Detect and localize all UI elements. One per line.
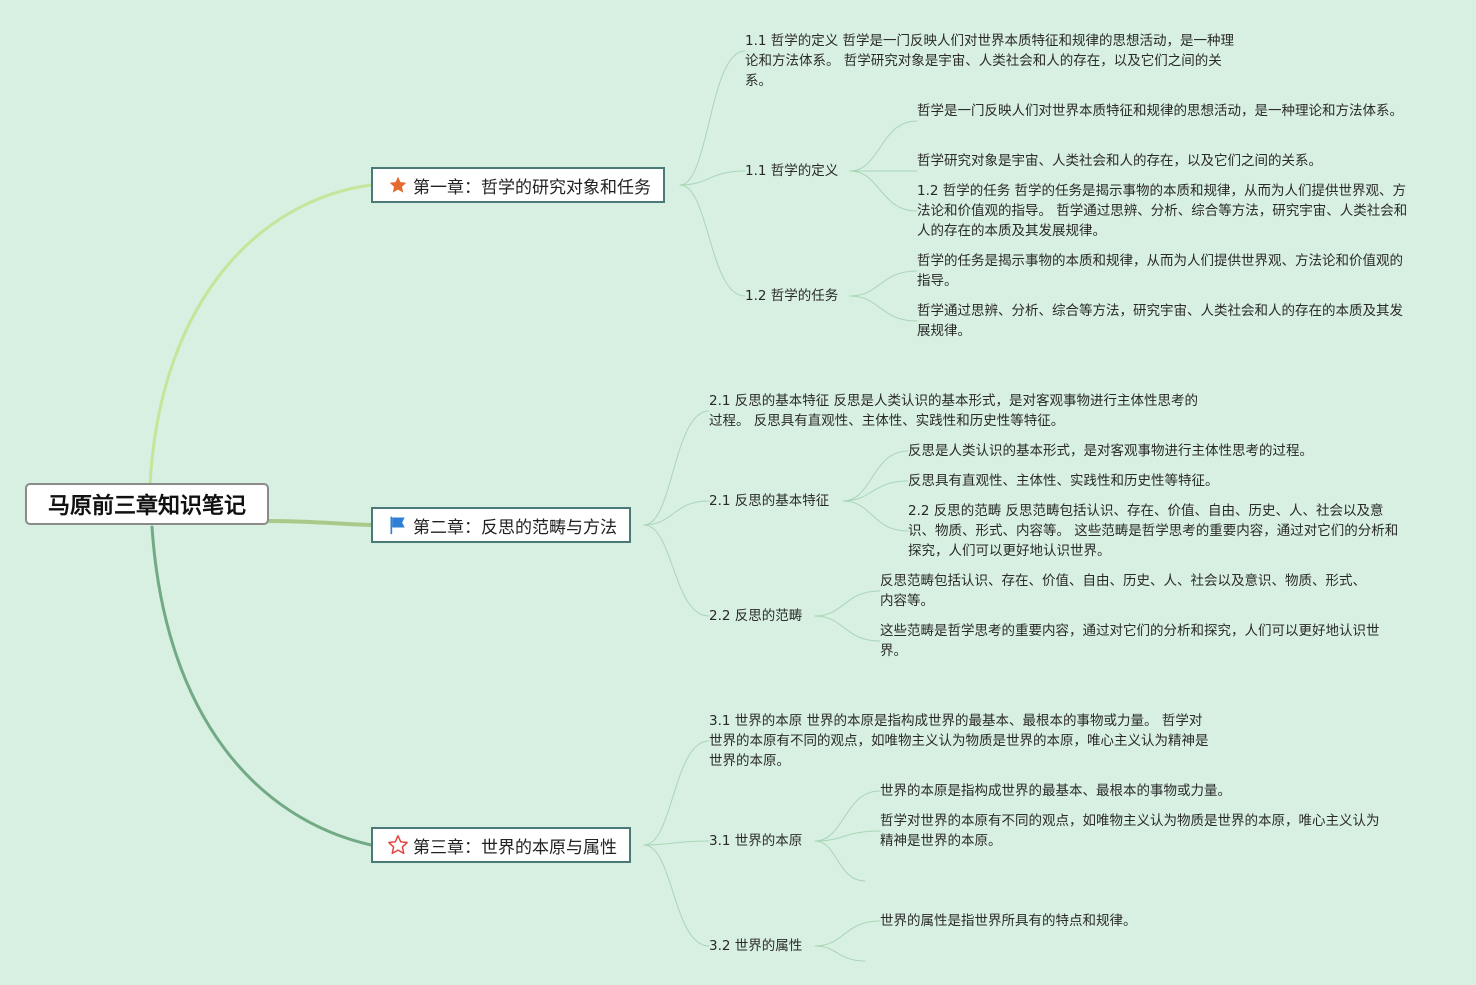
branch-line-chapter-3 [150, 525, 373, 847]
point-1-1-2[interactable]: 哲学研究对象是宇宙、人类社会和人的存在，以及它们之间的关系。 [917, 153, 1322, 169]
point-1-2-1[interactable]: 哲学的任务是揭示事物的本质和规律，从而为人们提供世界观、方法论和价值观的指导。 [917, 253, 1403, 289]
branch-line-chapter-2 [268, 519, 373, 527]
section-3-1-label[interactable]: 3.1 世界的本原 [709, 833, 803, 849]
section-3-2-label[interactable]: 3.2 世界的属性 [709, 938, 803, 954]
point-2-1-1[interactable]: 反思是人类认识的基本形式，是对客观事物进行主体性思考的过程。 [908, 443, 1313, 459]
section-2-1-label[interactable]: 2.1 反思的基本特征 [709, 493, 830, 509]
section-3-1-child-line-2 [814, 830, 881, 842]
chapter-3-summary[interactable]: 3.1 世界的本原 世界的本原是指构成世界的最基本、最根本的事物或力量。 哲学对… [709, 713, 1209, 769]
chapter-1-child-line-3 [679, 184, 746, 297]
section-2-1-child-line-3 [842, 500, 909, 532]
point-3-1-2[interactable]: 哲学对世界的本原有不同的观点，如唯物主义认为物质是世界的本原，唯心主义认为精神是… [880, 813, 1380, 849]
chapter-1-child-line-2 [679, 170, 746, 186]
section-3-1-child-line-1 [814, 790, 881, 842]
chapter-2-topic[interactable]: 第二章：反思的范畴与方法 [371, 507, 631, 543]
point-1-2-2[interactable]: 哲学通过思辨、分析、综合等方法，研究宇宙、人类社会和人的存在的本质及其发展规律。 [917, 303, 1403, 339]
chapter-3-title: 第三章：世界的本原与属性 [413, 837, 617, 858]
chapter-2-title: 第二章：反思的范畴与方法 [413, 517, 617, 538]
section-2-2-label[interactable]: 2.2 反思的范畴 [709, 608, 803, 624]
point-2-1-3[interactable]: 2.2 反思的范畴 反思范畴包括认识、存在、价值、自由、历史、人、社会以及意识、… [908, 503, 1399, 559]
section-1-2-label[interactable]: 1.2 哲学的任务 [745, 288, 839, 304]
section-3-2-child-line-1 [814, 920, 881, 947]
section-3-2-child-line-2 [814, 945, 866, 962]
star-outline-icon [387, 834, 409, 856]
section-1-1-label[interactable]: 1.1 哲学的定义 [745, 163, 839, 179]
chapter-3-child-line-3 [643, 844, 710, 947]
chapter-2-child-line-2 [643, 500, 710, 526]
section-1-1-child-line-3 [849, 170, 918, 212]
point-2-2-1[interactable]: 反思范畴包括认识、存在、价值、自由、历史、人、社会以及意识、物质、形式、内容等。 [880, 573, 1366, 609]
point-1-1-1[interactable]: 哲学是一门反映人们对世界本质特征和规律的思想活动，是一种理论和方法体系。 [917, 103, 1403, 119]
chapter-1-topic[interactable]: 第一章：哲学的研究对象和任务 [371, 167, 665, 203]
chapter-1-child-line-1 [679, 50, 746, 186]
chapter-3-child-line-2 [643, 840, 710, 846]
point-2-1-2[interactable]: 反思具有直观性、主体性、实践性和历史性等特征。 [908, 473, 1219, 489]
root-title: 马原前三章知识笔记 [47, 494, 246, 519]
point-2-2-2[interactable]: 这些范畴是哲学思考的重要内容，通过对它们的分析和探究，人们可以更好地认识世界。 [880, 623, 1380, 659]
section-2-2-child-line-1 [814, 590, 881, 617]
chapter-1-title: 第一章：哲学的研究对象和任务 [413, 177, 651, 198]
chapter-2-child-line-1 [643, 410, 710, 526]
chapter-2-child-line-3 [643, 524, 710, 617]
chapter-2-summary[interactable]: 2.1 反思的基本特征 反思是人类认识的基本形式，是对客观事物进行主体性思考的过… [709, 393, 1199, 429]
section-3-1-child-line-3 [814, 840, 866, 882]
root-topic[interactable]: 马原前三章知识笔记 [25, 483, 269, 525]
point-3-2-1[interactable]: 世界的属性是指世界所具有的特点和规律。 [880, 913, 1137, 929]
section-2-1-child-line-1 [842, 450, 909, 502]
section-1-2-child-line-2 [849, 295, 918, 322]
blue-flag-icon [387, 514, 409, 536]
point-1-1-3[interactable]: 1.2 哲学的任务 哲学的任务是揭示事物的本质和规律，从而为人们提供世界观、方法… [917, 183, 1408, 239]
section-2-1-child-line-2 [842, 480, 909, 502]
section-2-2-child-line-2 [814, 615, 881, 642]
section-1-2-child-line-1 [849, 270, 918, 297]
section-1-1-child-line-1 [849, 120, 918, 172]
chapter-3-topic[interactable]: 第三章：世界的本原与属性 [371, 827, 631, 863]
chapter-3-child-line-1 [643, 740, 710, 846]
branch-line-chapter-1 [148, 183, 373, 487]
chapter-1-summary[interactable]: 1.1 哲学的定义 哲学是一门反映人们对世界本质特征和规律的思想活动，是一种理论… [745, 33, 1235, 89]
star-filled-icon [387, 174, 409, 196]
point-3-1-1[interactable]: 世界的本原是指构成世界的最基本、最根本的事物或力量。 [880, 783, 1231, 799]
